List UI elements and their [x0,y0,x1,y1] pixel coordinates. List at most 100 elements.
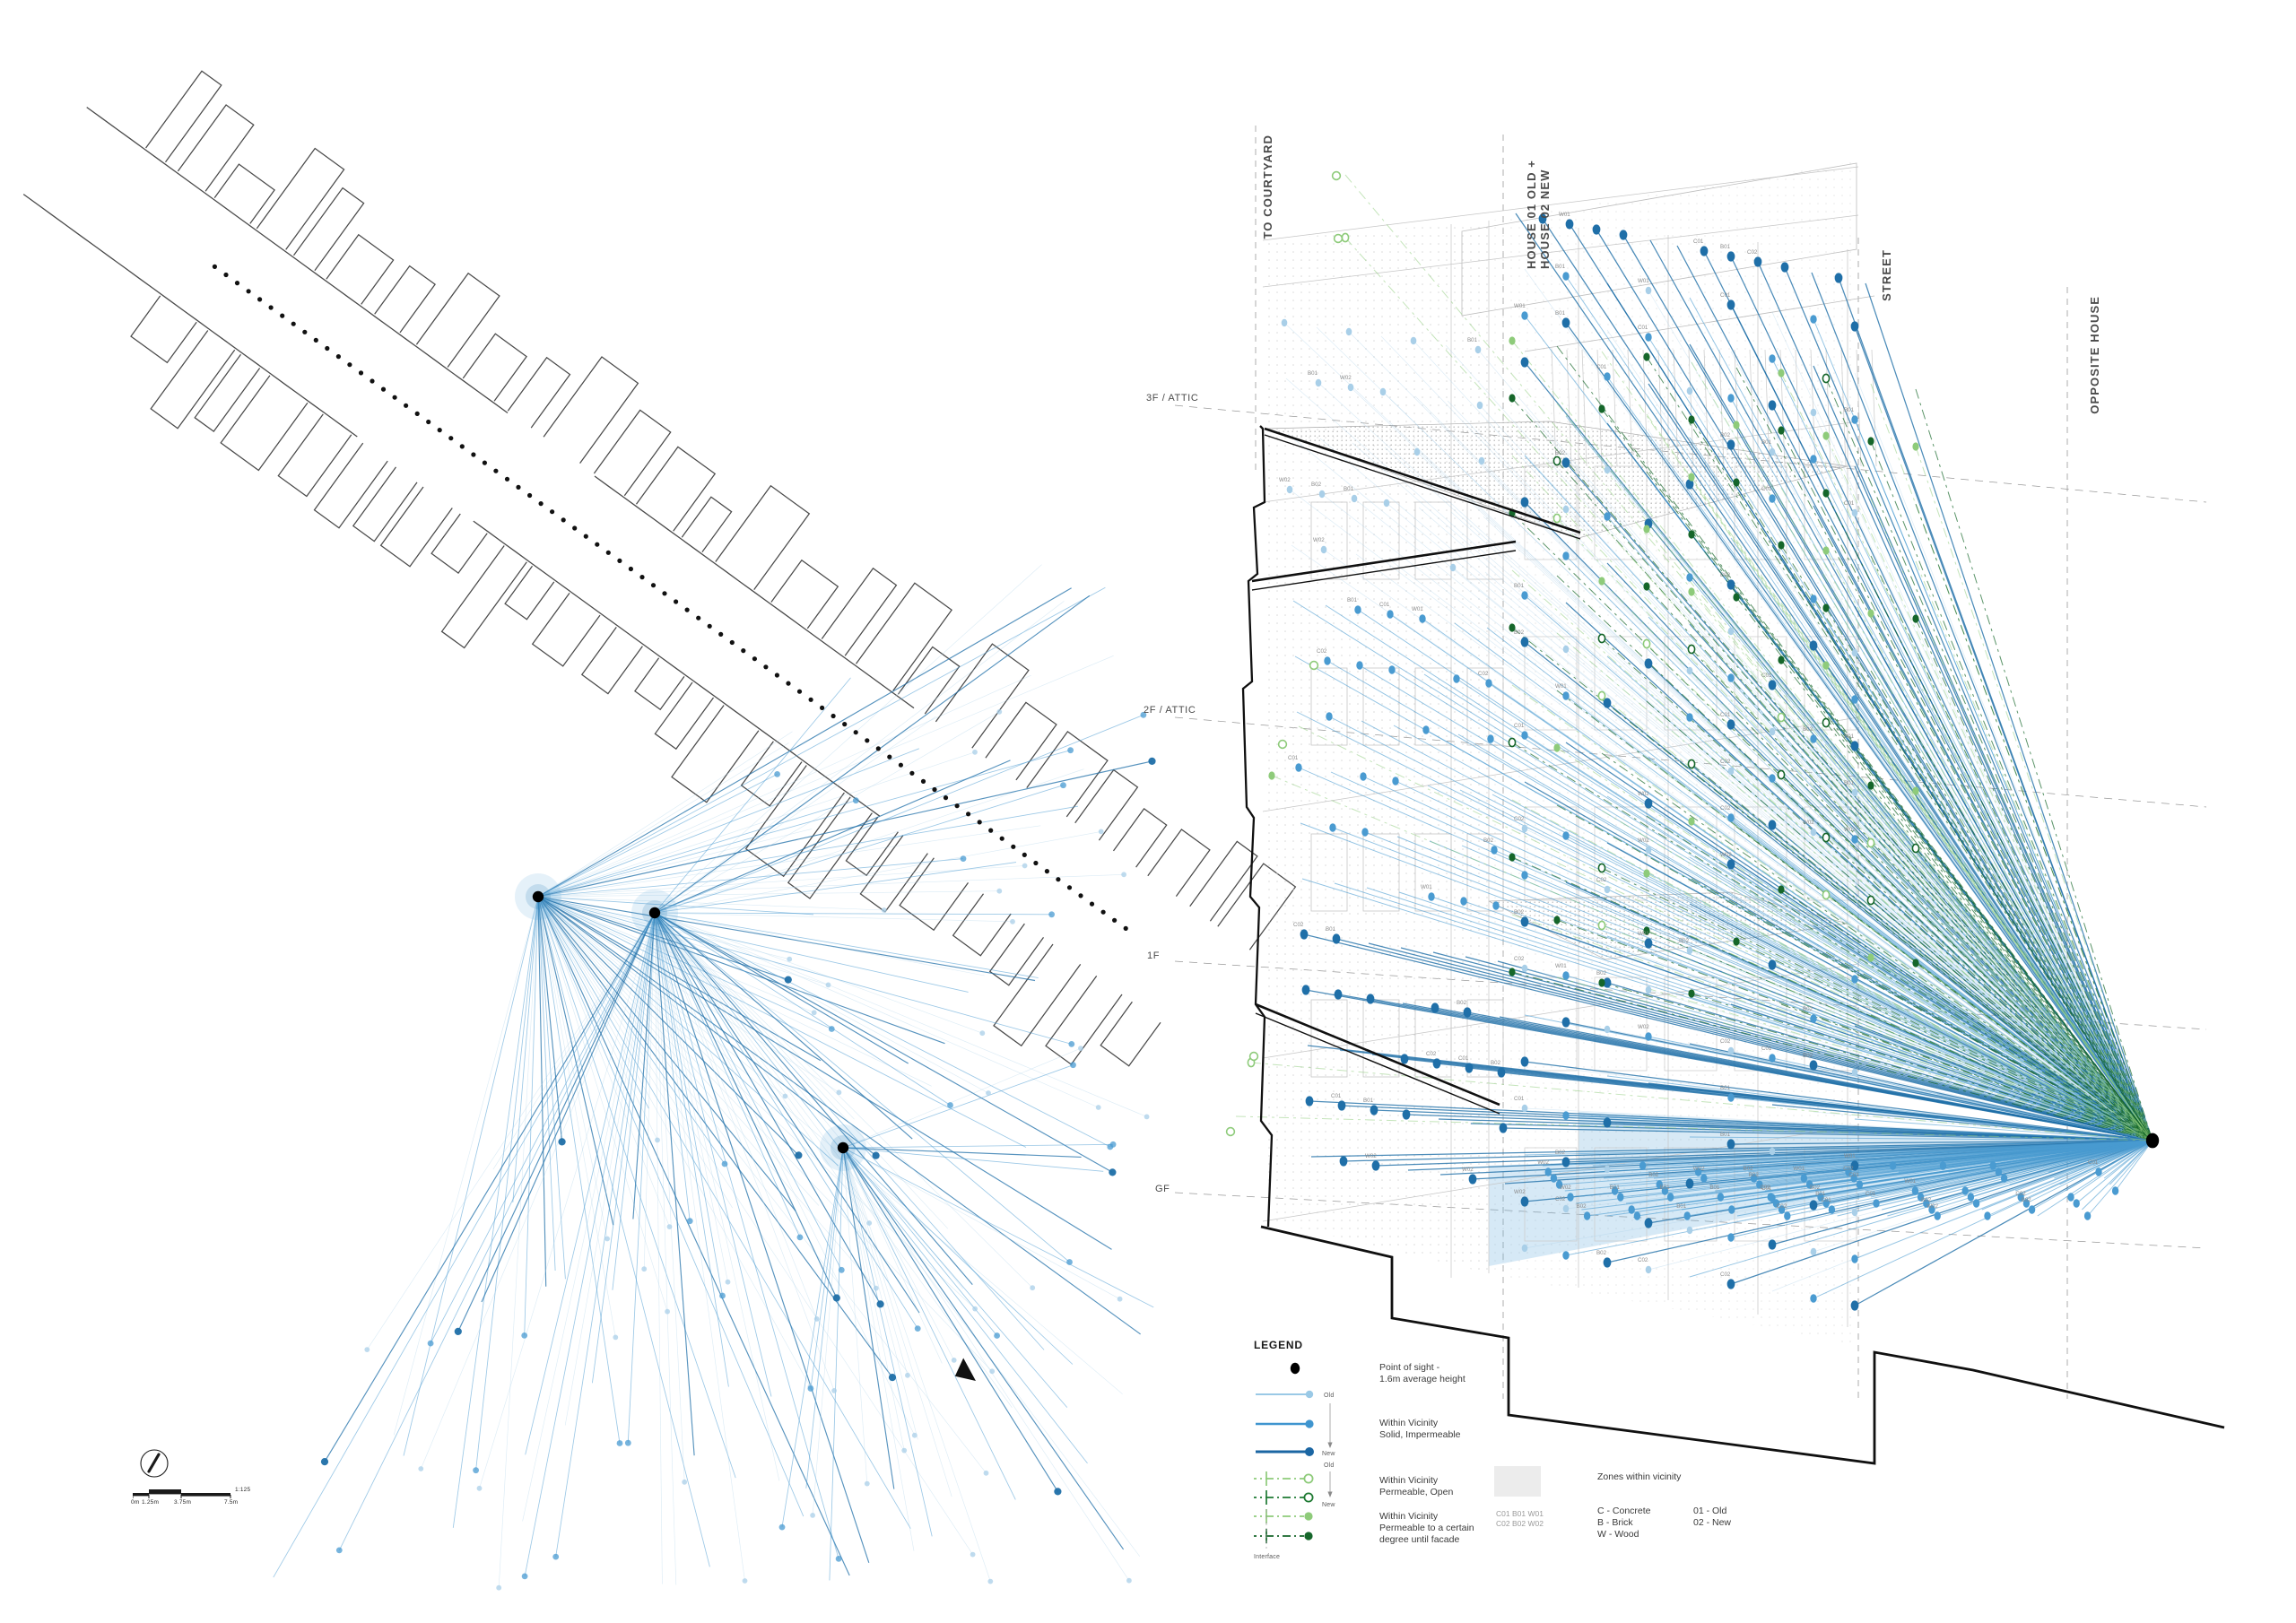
legend-age-new-green: New [1322,1502,1335,1508]
svg-text:C01: C01 [2088,1159,2099,1166]
legend-age-old-green: Old [1324,1462,1335,1469]
scale-bar-graphics [132,1449,231,1498]
section-sight-lines [1235,174,2153,1306]
svg-text:W02: W02 [1844,827,1856,833]
svg-text:C01: C01 [1761,1185,1772,1192]
svg-text:B02: B02 [1749,1172,1760,1178]
legend-solid-blue-group [1256,1390,1314,1456]
svg-text:C01: C01 [1720,712,1731,718]
svg-text:B01: B01 [1308,370,1318,377]
svg-text:C01: C01 [1379,602,1390,608]
plan-sight-lines [273,564,1154,1588]
svg-text:W01: W01 [1514,303,1526,309]
svg-text:C01: C01 [1821,1197,1831,1203]
svg-text:W02: W02 [1803,820,1814,826]
svg-text:B01: B01 [1326,926,1336,933]
legend-block: LEGEND [1254,1339,1810,1560]
floor-label-3f-attic: 3F / ATTIC [1146,393,1199,404]
svg-text:B01: B01 [1676,1203,1687,1210]
svg-text:B01: B01 [1660,1185,1671,1191]
svg-text:C01: C01 [1866,1191,1876,1197]
svg-text:B01: B01 [1844,407,1855,413]
svg-text:W02: W02 [1462,1167,1474,1173]
plan-dotted-path [212,264,1128,1381]
legend-interface-label: Interface [1254,1554,1281,1560]
svg-text:C02: C02 [1777,1203,1787,1210]
legend-graphics [1254,1362,1333,1505]
plan-endpoint-dots [320,708,1156,1591]
svg-text:B02: B02 [1720,432,1731,438]
legend-age-new-blue: New [1322,1451,1335,1457]
svg-text:W02: W02 [1514,1189,1526,1195]
svg-text:B01: B01 [1720,1132,1731,1138]
legend-age-key: 01 - Old 02 - New [1693,1506,1732,1528]
svg-text:C01: C01 [1288,755,1299,761]
section-endpoint-dots [1225,170,2160,1311]
svg-text:W01: W01 [1559,212,1570,218]
scale-bar-block: 0m 1.25m 3.75m 7.5m 1:125 [131,1442,348,1549]
house-label-line2: HOUSE 02 NEW [1538,169,1552,269]
svg-text:B02: B02 [1744,1166,1754,1172]
svg-text:W02: W02 [1926,1203,1938,1210]
legend-age-old-blue: Old [1324,1393,1335,1399]
plan-wall-lines [22,70,1297,1067]
svg-text:B01: B01 [1720,1085,1731,1091]
svg-text:W01: W01 [1555,963,1567,969]
svg-text:W02: W02 [1279,477,1291,483]
svg-text:W02: W02 [1720,852,1732,858]
svg-text:B01: B01 [1344,486,1354,492]
svg-text:C02: C02 [1843,1166,1854,1172]
svg-text:C02: C02 [1720,1038,1731,1045]
svg-text:C01: C01 [1638,325,1648,331]
legend-zone-swatch [1494,1466,1541,1497]
svg-text:C02: C02 [1596,877,1607,883]
svg-text:B01: B01 [1555,310,1566,317]
svg-text:C01: C01 [1331,1093,1342,1099]
svg-text:C01: C01 [1720,292,1731,299]
svg-text:W02: W02 [1638,1024,1649,1030]
svg-text:B01: B01 [1467,337,1478,343]
legend-text-solid-impermeable: Within Vicinity Solid, Impermeable [1379,1418,1461,1440]
svg-text:W01: W01 [1844,1153,1856,1159]
svg-text:B02: B02 [1555,450,1566,456]
svg-text:C01: C01 [1693,239,1704,245]
svg-text:W01: W01 [1793,1166,1805,1172]
section-label-street: STREET [1880,249,1893,301]
svg-text:W01: W01 [1638,278,1649,284]
svg-text:C01: C01 [1514,1096,1525,1102]
scale-tick-2: 3.75m [174,1499,192,1506]
svg-text:C02: C02 [1638,1257,1648,1263]
svg-text:B02: B02 [1720,572,1731,578]
svg-text:B02: B02 [1577,1203,1587,1210]
svg-text:C02: C02 [1514,816,1525,822]
svg-text:B02: B02 [1514,909,1525,916]
scale-ratio: 1:125 [235,1487,251,1493]
legend-age-axis-blue [1327,1403,1333,1448]
section-label-to-courtyard: TO COURTYARD [1261,135,1274,239]
legend-text-permeable-open: Within Vicinity Permeable, Open [1379,1475,1454,1497]
floor-label-1f: 1F [1147,950,1161,961]
svg-text:W01: W01 [1638,931,1649,937]
svg-text:W02: W02 [1313,537,1325,543]
svg-text:B01: B01 [1555,264,1566,270]
svg-text:C02: C02 [1747,249,1758,256]
svg-text:C01: C01 [1848,1172,1859,1178]
svg-text:B01: B01 [1347,597,1358,603]
north-arrow-icon [140,1449,169,1478]
svg-text:C01: C01 [1761,673,1772,679]
svg-text:B01: B01 [1709,1185,1720,1191]
svg-text:B01: B01 [1844,780,1855,786]
section-heavy-outline [1241,425,2225,1465]
svg-text:W01: W01 [1555,683,1567,690]
svg-text:B02: B02 [1921,1197,1932,1203]
svg-text:C02: C02 [1720,1271,1731,1278]
svg-text:W02: W02 [1537,1159,1549,1166]
svg-text:B02: B02 [1555,1150,1566,1156]
svg-text:B02: B02 [1810,1185,1821,1191]
svg-text:C01: C01 [1761,1046,1772,1052]
svg-text:C02: C02 [1760,1185,1770,1191]
legend-point-of-sight-dot [1290,1362,1300,1375]
svg-text:C02: C02 [2015,1191,2026,1197]
